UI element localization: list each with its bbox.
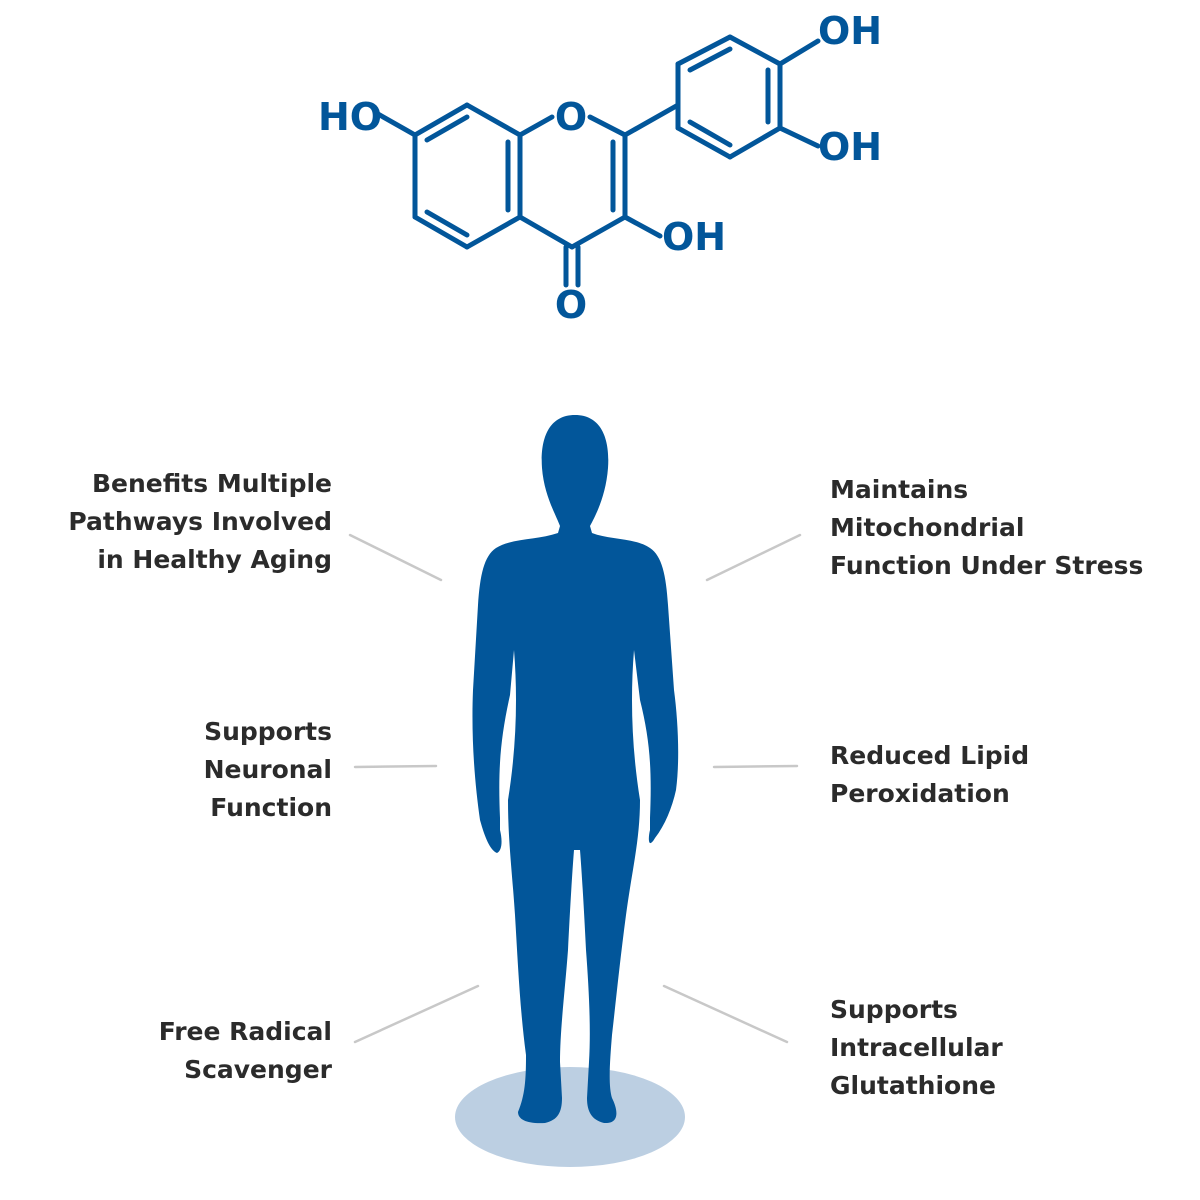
label-line: Peroxidation [830,779,1010,808]
label-line: Scavenger [184,1055,332,1084]
bond [517,214,575,250]
floor-shadow [455,1067,685,1167]
molecule-structure: HO O OH OH OH O [318,9,882,327]
bond [412,102,470,138]
bond [375,111,418,138]
atom-label-oh: OH [818,9,882,53]
bond [412,214,470,250]
label-line: Pathways Involved [68,507,332,536]
label-line: Benefits Multiple [91,469,332,498]
leader-line-radical [353,984,480,1044]
bond [727,125,783,160]
label-line: Supports [830,995,958,1024]
label-line: Function Under Stress [830,551,1144,580]
bond [622,214,663,239]
label-line: Reduced Lipid [830,741,1030,770]
atom-label-oh: OH [818,125,882,169]
bond [777,38,821,67]
leader-line-mitochondrial [705,533,802,582]
bond [517,114,555,138]
bond [675,34,733,67]
bond [687,46,733,73]
bond [675,125,733,160]
atom-label-oh: OH [662,215,726,259]
atom-label-carbonyl-oxygen: O [555,283,587,327]
bond [587,114,628,138]
bond [687,119,733,148]
bond [727,34,783,67]
atom-label-ring-oxygen: O [555,95,587,139]
label-line: in Healthy Aging [97,545,332,574]
label-line: Mitochondrial [830,513,1025,542]
benefit-label-lipid: Reduced Lipid Peroxidation [830,737,1029,813]
label-line: Intracellular [830,1033,1003,1062]
benefit-label-glutathione: Supports Intracellular Glutathione [830,991,1003,1105]
label-line: Supports [204,717,332,746]
bond [464,102,523,138]
leader-line-neuronal [353,764,438,769]
bond [424,209,470,238]
bond [569,214,628,250]
label-line: Glutathione [830,1071,996,1100]
label-line: Maintains [830,475,969,504]
human-silhouette [472,415,679,1124]
benefit-label-neuronal: Supports Neuronal Function [204,713,332,827]
label-line: Neuronal [203,755,332,784]
atom-label-ho: HO [318,95,382,139]
benefit-label-healthy-aging: Benefits Multiple Pathways Involved in H… [68,465,332,579]
leader-line-glutathione [662,984,789,1044]
bond [777,125,821,149]
bond [622,102,681,138]
leader-line-lipid [712,764,799,769]
bond [424,114,470,143]
label-line: Free Radical [158,1017,332,1046]
label-line: Function [210,793,332,822]
benefit-label-free-radical: Free Radical Scavenger [159,1013,332,1089]
bond [464,214,523,250]
benefit-label-mitochondrial: Maintains Mitochondrial Function Under S… [830,471,1143,585]
leader-line-aging [348,533,443,582]
